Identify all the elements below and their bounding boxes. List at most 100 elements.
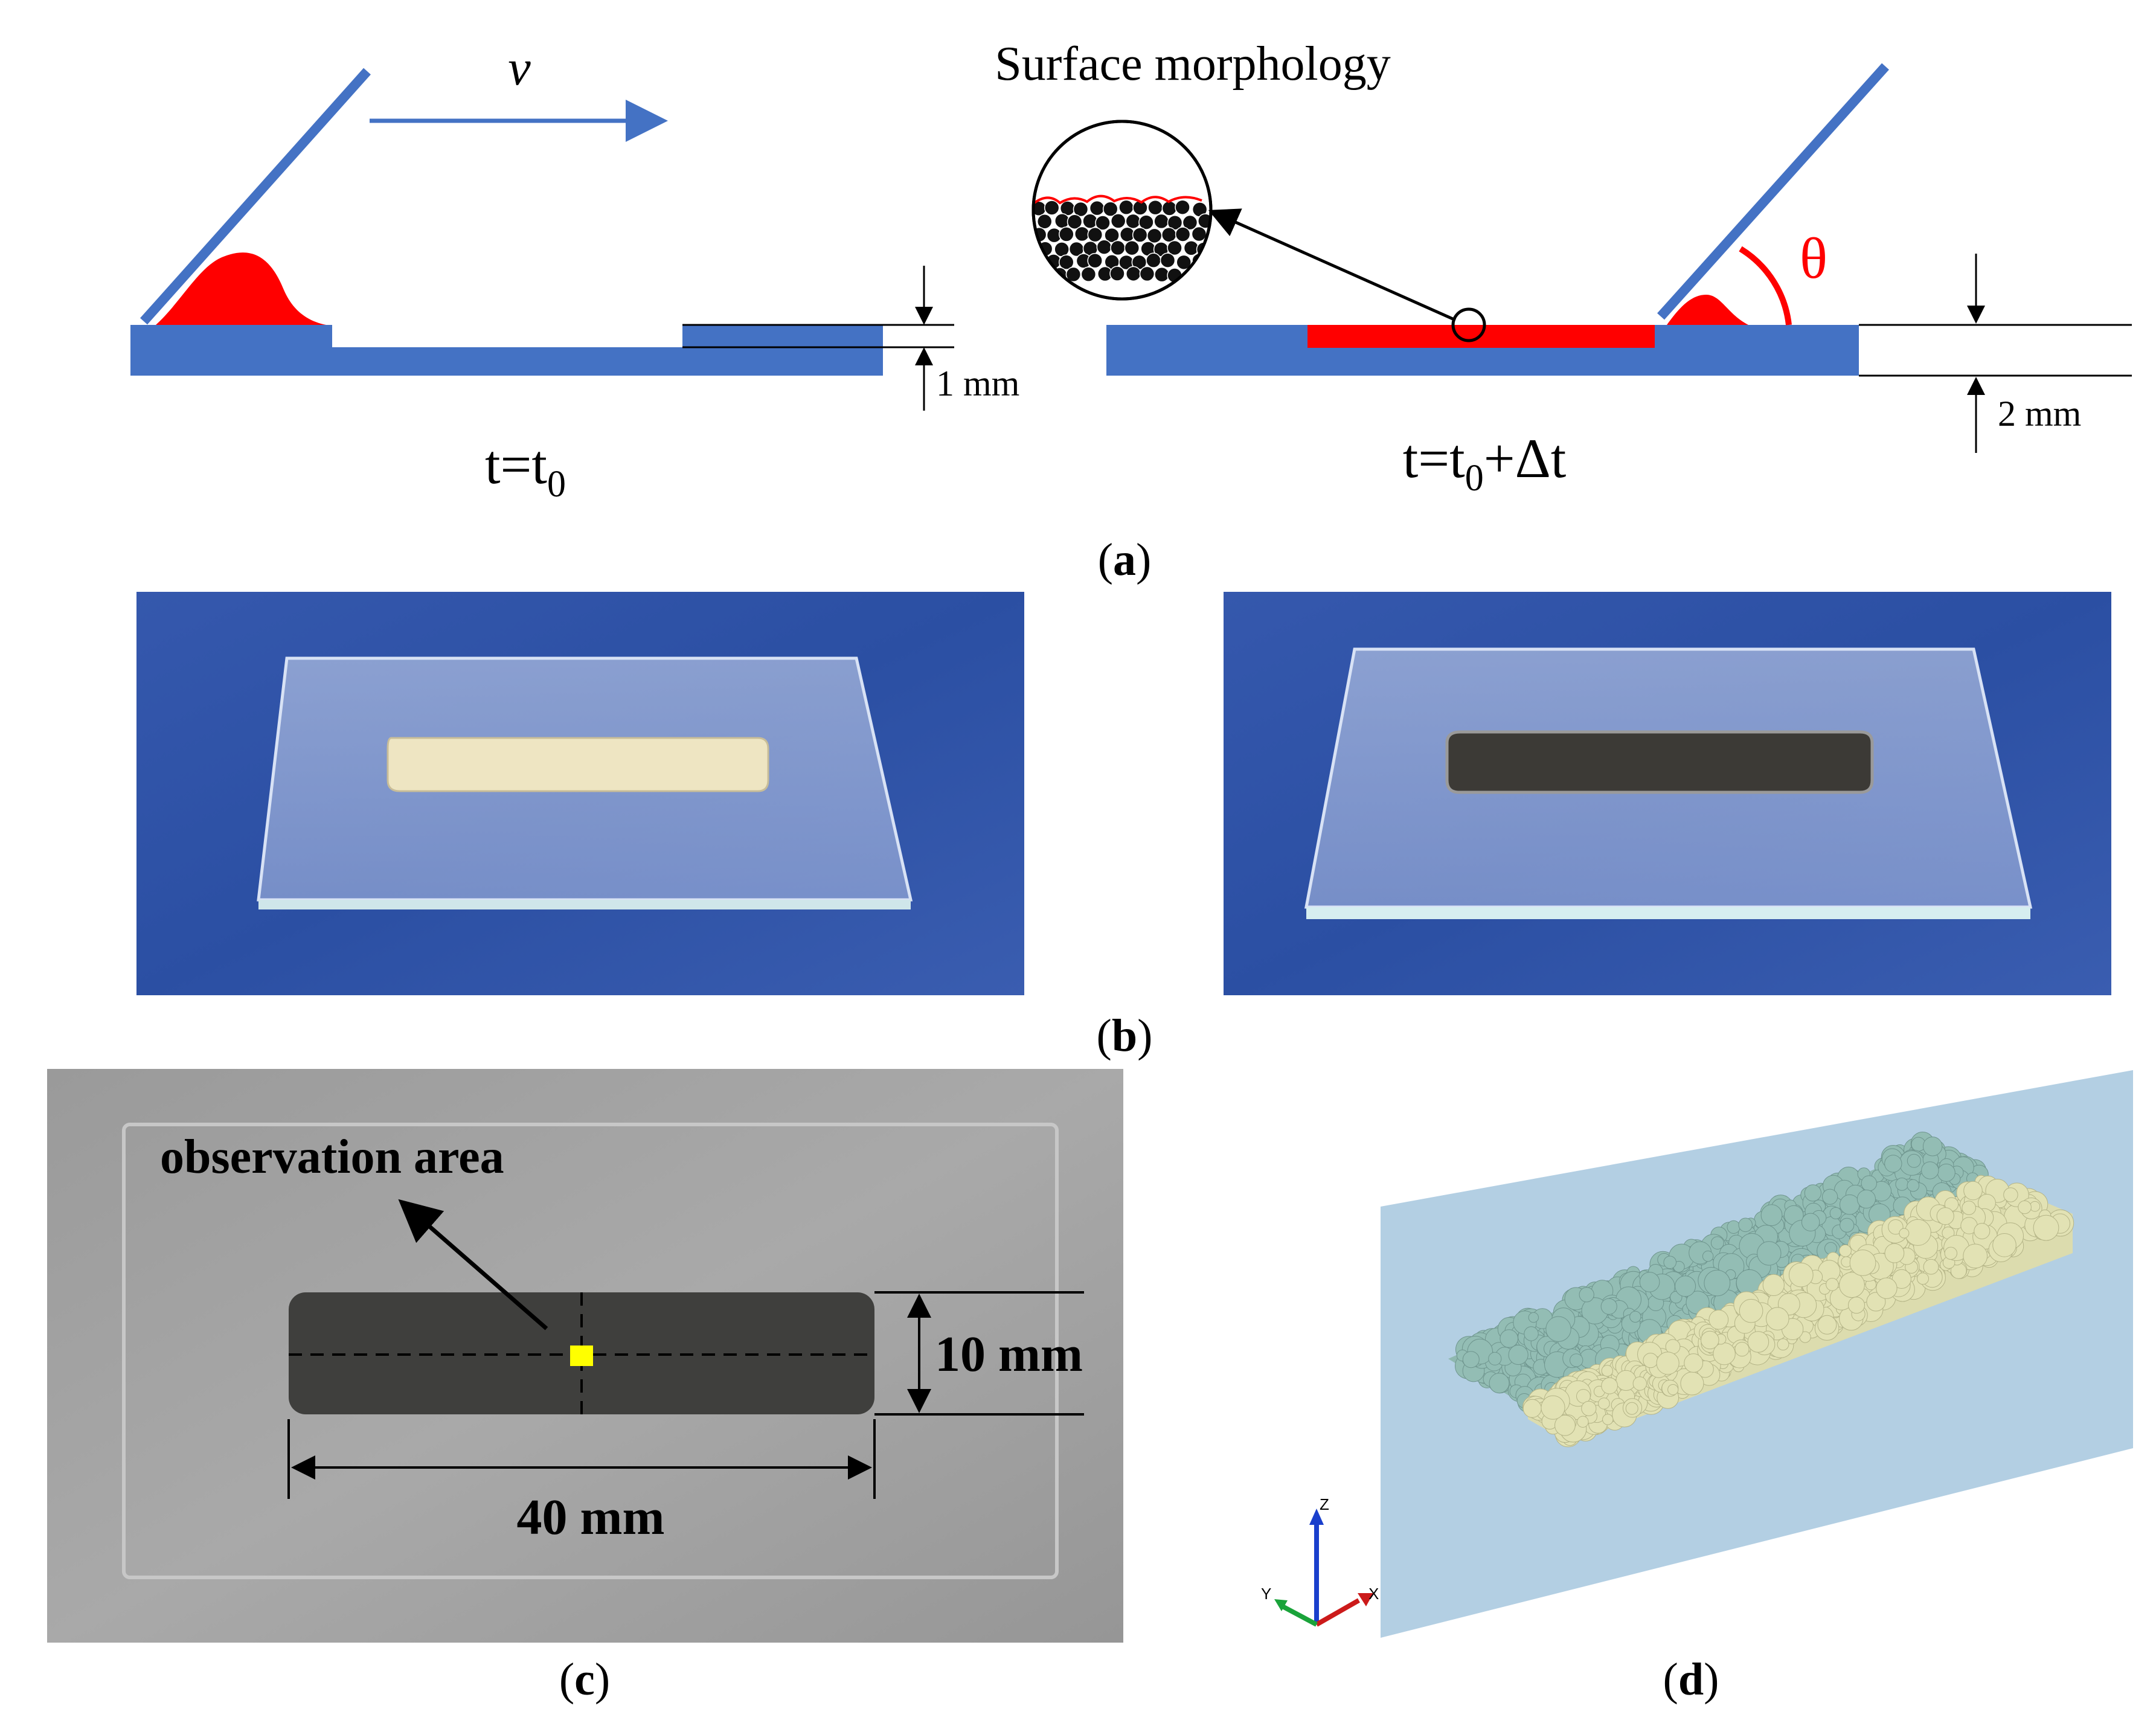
photo-b-right — [1224, 592, 2111, 995]
sim-particle — [1598, 1397, 1610, 1410]
sim-particle — [1891, 1269, 1911, 1289]
length-dimension — [287, 1419, 876, 1499]
sim-particle — [1625, 1402, 1638, 1415]
caption-a: (a) — [1098, 534, 1152, 585]
sim-particle — [1600, 1298, 1617, 1315]
sim-particle — [2018, 1200, 2032, 1214]
sim-particle — [1788, 1262, 1814, 1288]
sim-particle — [1974, 1223, 1991, 1240]
sim-particle — [1826, 1278, 1839, 1291]
sim-particle — [1766, 1307, 1789, 1330]
sim-particle — [1804, 1184, 1821, 1202]
magnified-particle — [1087, 252, 1103, 269]
angle-arc — [1739, 246, 1792, 326]
sim-particle — [1738, 1217, 1753, 1233]
sim-particle — [1840, 1217, 1855, 1233]
magnified-particle — [1124, 240, 1140, 256]
magnified-particle — [1125, 213, 1141, 229]
magnified-particle — [1059, 226, 1074, 242]
sim-particle — [1917, 1272, 1929, 1285]
magnified-particle — [1110, 240, 1126, 256]
panel-d: Z X Y (d) — [1261, 1070, 2133, 1705]
sim-particle — [1884, 1243, 1905, 1263]
observation-label: observation area — [160, 1131, 504, 1184]
magnified-particle — [1153, 213, 1169, 229]
right-blade — [1657, 63, 1889, 320]
sim-particle — [1907, 1153, 1921, 1168]
sim-particle — [1643, 1353, 1658, 1368]
observation-square — [570, 1346, 593, 1366]
sim-particle — [1801, 1213, 1820, 1232]
left-dimension-label: 1 mm — [936, 364, 1019, 403]
time-right-label: t=t0+Δt — [1403, 428, 1567, 499]
sim-particle — [1554, 1414, 1576, 1436]
sim-particle — [1522, 1399, 1542, 1418]
sim-particle — [1528, 1312, 1539, 1323]
magnified-particle — [1138, 214, 1154, 230]
axis-x-label: X — [1368, 1585, 1379, 1603]
sim-particle — [1675, 1275, 1696, 1297]
magnified-particle — [1161, 200, 1178, 216]
sim-particle — [1739, 1298, 1763, 1323]
sim-particle — [1667, 1384, 1679, 1396]
sim-particle — [1601, 1377, 1619, 1394]
panel-b: (b) — [136, 592, 2111, 1061]
sim-particle — [1963, 1243, 1988, 1269]
magnified-particle — [1102, 201, 1118, 217]
left-blade — [140, 68, 371, 325]
left-substrate — [130, 325, 883, 376]
width-label: 10 mm — [935, 1326, 1083, 1382]
sim-particle — [1861, 1175, 1878, 1192]
panel-a: v 1 mm t=t0 θ Surface morphology — [130, 37, 2132, 585]
sim-particle — [1747, 1331, 1769, 1353]
sim-particle — [1840, 1194, 1860, 1215]
magnified-particle — [1087, 226, 1103, 243]
length-label: 40 mm — [517, 1489, 665, 1545]
sim-particle — [1570, 1353, 1583, 1367]
sim-particle — [1849, 1249, 1876, 1276]
sim-particle — [1760, 1204, 1783, 1227]
magnified-particle — [1175, 226, 1191, 242]
axis-y-label: Y — [1261, 1585, 1271, 1603]
sim-particle — [1489, 1373, 1510, 1394]
angle-label: θ — [1800, 226, 1827, 290]
sim-particle — [1963, 1181, 1983, 1201]
magnified-particle — [1147, 199, 1163, 216]
sim-particle — [1962, 1201, 1976, 1215]
sim-particle — [1663, 1256, 1676, 1269]
sim-particle — [1656, 1352, 1680, 1375]
sim-particle — [1923, 1259, 1939, 1275]
surface-label: Surface morphology — [995, 37, 1390, 91]
sim-particle — [1577, 1416, 1589, 1428]
sim-particle — [1822, 1188, 1838, 1205]
magnified-particle — [1161, 227, 1177, 243]
magnified-particle — [1033, 254, 1047, 271]
sim-particle — [1992, 1233, 2016, 1257]
magnified-particle — [1065, 266, 1082, 283]
sim-particle — [1762, 1274, 1785, 1296]
sim-particle — [1899, 1228, 1910, 1239]
sim-particle — [1488, 1352, 1502, 1365]
magnified-particle — [1073, 201, 1089, 217]
magnified-particle — [1104, 227, 1120, 243]
sim-particle — [1829, 1207, 1842, 1219]
photo-b-left — [136, 592, 1024, 995]
magnified-particle — [1074, 226, 1090, 242]
sim-particle — [1680, 1371, 1704, 1396]
magnified-particle — [1118, 199, 1134, 216]
magnified-particle — [1191, 226, 1207, 242]
surface-magnifier — [1031, 120, 1213, 301]
magnified-particle — [1154, 266, 1170, 283]
sim-particle — [1500, 1329, 1518, 1348]
time-left-label: t=t0 — [485, 434, 566, 505]
sim-particle — [1581, 1400, 1597, 1416]
magnified-particle — [1044, 200, 1060, 216]
sim-particle — [2033, 1214, 2059, 1241]
axis-z-label: Z — [1320, 1495, 1329, 1513]
magnified-particle — [1110, 213, 1126, 229]
magnified-particle — [1095, 215, 1111, 231]
sim-particle — [1848, 1297, 1865, 1314]
magnified-particle — [1167, 240, 1182, 256]
magnified-particle — [1096, 239, 1112, 255]
right-dimension — [1859, 254, 2132, 453]
